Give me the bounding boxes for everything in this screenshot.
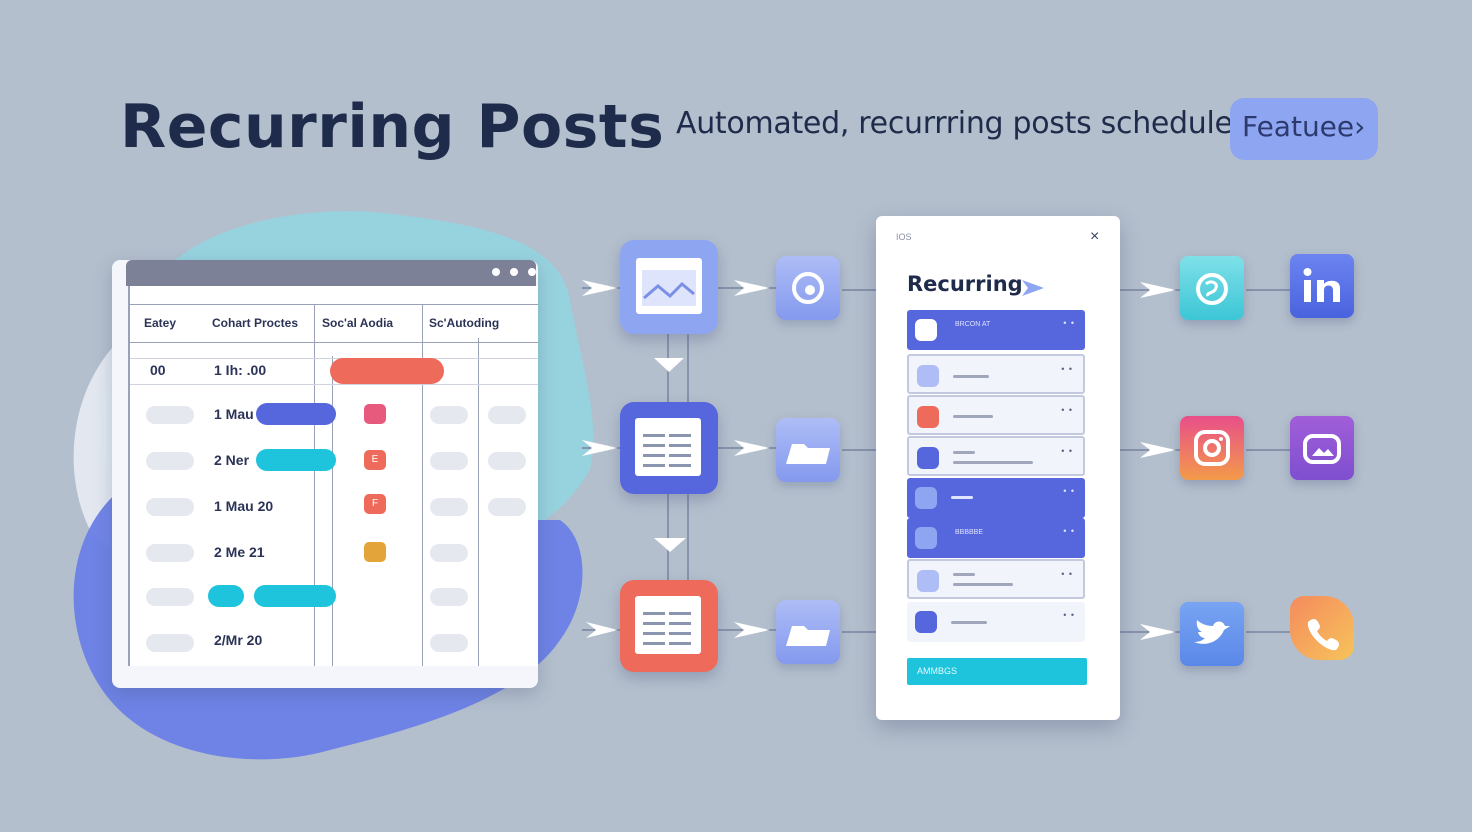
page-title: Recurring Posts bbox=[120, 92, 665, 162]
recurring-item[interactable]: • • bbox=[907, 478, 1085, 518]
item-label: BRCON AT bbox=[955, 321, 991, 328]
placeholder-pill bbox=[430, 588, 468, 606]
threads-icon[interactable] bbox=[1180, 256, 1244, 320]
placeholder-pill bbox=[146, 544, 194, 562]
phone-icon[interactable] bbox=[1290, 596, 1354, 660]
social-badge: E bbox=[364, 450, 386, 470]
panel-action-button[interactable]: AMMBGS bbox=[907, 658, 1087, 685]
window-dot[interactable] bbox=[528, 268, 536, 276]
refresh-icon bbox=[792, 272, 824, 304]
placeholder-pill bbox=[430, 634, 468, 652]
recurring-item[interactable]: • • bbox=[907, 354, 1085, 394]
analytics-tile[interactable] bbox=[620, 240, 718, 334]
row-cell: 1 Ih: .00 bbox=[214, 362, 267, 378]
scheduled-post-pill[interactable] bbox=[256, 403, 336, 425]
folder-tile[interactable] bbox=[776, 600, 840, 664]
recurring-item[interactable]: BBBBBE • • bbox=[907, 518, 1085, 558]
schedule-calendar-window: Eatey Cohart Proctes Soc'al Aodia Sc'Aut… bbox=[112, 260, 538, 688]
placeholder-pill bbox=[430, 452, 468, 470]
social-badge: F bbox=[364, 494, 386, 514]
placeholder-pill bbox=[488, 452, 526, 470]
photo-icon[interactable] bbox=[1290, 416, 1354, 480]
scheduled-post-pill[interactable] bbox=[254, 585, 336, 607]
placeholder-pill bbox=[488, 498, 526, 516]
social-badge bbox=[364, 404, 386, 424]
recurring-item[interactable]: • • bbox=[907, 559, 1085, 599]
close-icon[interactable]: × bbox=[1090, 228, 1100, 245]
instagram-icon[interactable] bbox=[1180, 416, 1244, 480]
placeholder-pill bbox=[146, 452, 194, 470]
report-doc-tile[interactable] bbox=[620, 580, 718, 672]
panel-tag: IOS bbox=[896, 232, 912, 242]
row-cell: 2/Mr 20 bbox=[214, 632, 263, 648]
row-cell: 1 Mau bbox=[214, 406, 254, 422]
folder-icon bbox=[786, 626, 830, 646]
recurring-item[interactable]: • • bbox=[907, 436, 1085, 476]
page-subtitle: Automated, recurrring posts schedules bbox=[676, 106, 1249, 141]
column-header: Sc'Autoding bbox=[429, 316, 500, 330]
row-cell: 1 Mau 20 bbox=[214, 498, 274, 514]
window-dot[interactable] bbox=[492, 268, 500, 276]
placeholder-pill bbox=[146, 498, 194, 516]
column-header: Cohart Proctes bbox=[212, 316, 299, 330]
folder-icon bbox=[786, 444, 830, 464]
scheduled-post-pill[interactable] bbox=[208, 585, 244, 607]
twitter-icon[interactable] bbox=[1180, 602, 1244, 666]
feature-button[interactable]: Featuee› bbox=[1230, 98, 1378, 160]
placeholder-pill bbox=[430, 406, 468, 424]
chart-icon bbox=[636, 258, 702, 314]
placeholder-pill bbox=[430, 498, 468, 516]
scheduled-post-pill[interactable] bbox=[330, 358, 444, 384]
window-dot[interactable] bbox=[510, 268, 518, 276]
placeholder-pill bbox=[430, 544, 468, 562]
placeholder-pill bbox=[146, 406, 194, 424]
window-titlebar bbox=[126, 260, 536, 286]
refresh-tile[interactable] bbox=[776, 256, 840, 320]
recurring-item[interactable]: • • bbox=[907, 395, 1085, 435]
linkedin-icon[interactable] bbox=[1290, 254, 1354, 318]
row-cell: 2 Me 21 bbox=[214, 544, 265, 560]
panel-title: Recurring bbox=[907, 272, 1023, 296]
pointer-icon bbox=[1022, 280, 1044, 296]
placeholder-pill bbox=[146, 634, 194, 652]
doc-icon bbox=[635, 596, 701, 654]
placeholder-pill bbox=[488, 406, 526, 424]
folder-tile[interactable] bbox=[776, 418, 840, 482]
recurring-panel: IOS × Recurring BRCON AT • • • • • • • •… bbox=[876, 216, 1120, 720]
placeholder-pill bbox=[146, 588, 194, 606]
item-label: BBBBBE bbox=[955, 529, 984, 536]
row-cell: 2 Ner bbox=[214, 452, 250, 468]
recurring-item[interactable]: • • bbox=[907, 602, 1085, 642]
row-cell: 00 bbox=[150, 362, 166, 378]
doc-icon bbox=[635, 418, 701, 476]
calendar-grid: Eatey Cohart Proctes Soc'al Aodia Sc'Aut… bbox=[128, 286, 538, 666]
column-header: Soc'al Aodia bbox=[322, 316, 394, 330]
column-header: Eatey bbox=[144, 316, 177, 330]
scheduled-post-pill[interactable] bbox=[256, 449, 336, 471]
content-doc-tile[interactable] bbox=[620, 402, 718, 494]
recurring-item[interactable]: BRCON AT • • bbox=[907, 310, 1085, 350]
social-badge bbox=[364, 542, 386, 562]
